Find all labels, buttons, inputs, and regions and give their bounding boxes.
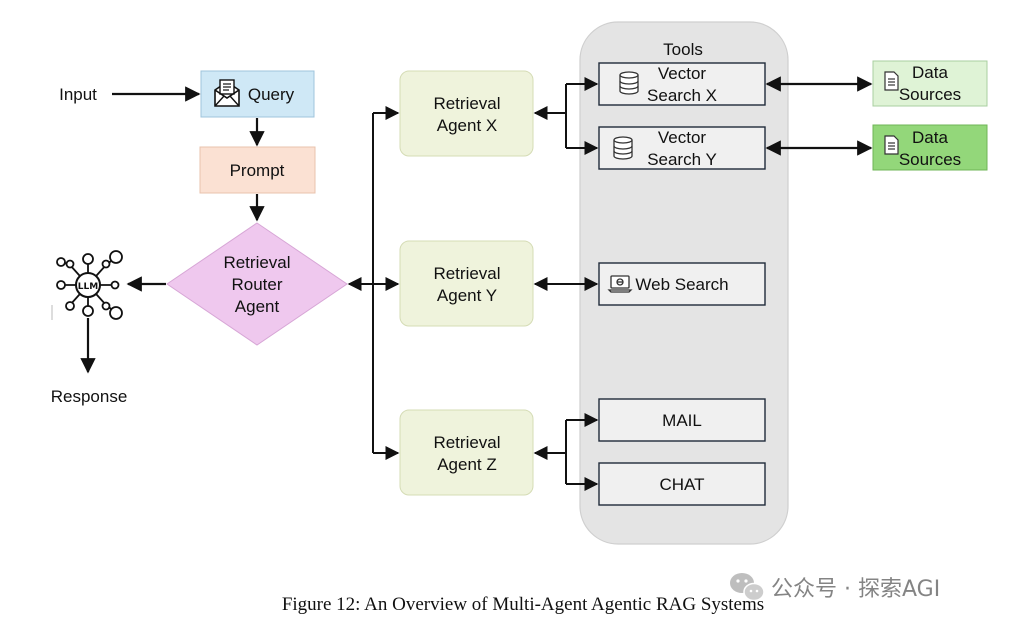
agent-y-label-line2: Agent Y (437, 286, 497, 305)
router-label-line2: Router (231, 275, 282, 294)
mail-label: MAIL (662, 411, 702, 430)
agent-x-label-line2: Agent X (437, 116, 498, 135)
chat-label: CHAT (659, 475, 704, 494)
prompt-box (199, 146, 316, 194)
tools-title: Tools (663, 40, 703, 59)
vector-y-label-line2: Search Y (647, 150, 717, 169)
agent-x-label-line1: Retrieval (433, 94, 500, 113)
agent-z-label-line1: Retrieval (433, 433, 500, 452)
data-sources-1-line2: Sources (899, 85, 961, 104)
router-label-line1: Retrieval (223, 253, 290, 272)
response-label: Response (51, 387, 128, 406)
watermark-text: 公众号 · 探索AGI (771, 577, 940, 602)
document-icon (884, 71, 899, 91)
llm-label: LLM (78, 282, 98, 292)
agent-y-box (399, 240, 534, 327)
web-search-label: Web Search (635, 275, 728, 294)
wechat-icon (730, 573, 765, 602)
figure-caption: Figure 12: An Overview of Multi-Agent Ag… (282, 594, 764, 615)
laptop-icon (607, 275, 633, 293)
agent-z-label-line2: Agent Z (437, 455, 497, 474)
vector-x-label-line2: Search X (647, 86, 717, 105)
agent-x-box (399, 70, 534, 157)
router-label-line3: Agent (235, 297, 280, 316)
vector-y-label-line1: Vector (658, 128, 707, 147)
chat-box (598, 462, 766, 506)
prompt-label: Prompt (230, 161, 285, 180)
vector-x-label-line1: Vector (658, 64, 707, 83)
data-sources-2-line1: Data (912, 128, 948, 147)
query-label: Query (248, 85, 295, 104)
database-icon (619, 71, 639, 95)
data-sources-2-line2: Sources (899, 150, 961, 169)
router-agent-diamond (166, 222, 348, 346)
data-sources-1-line1: Data (912, 63, 948, 82)
mail-box (598, 398, 766, 442)
document-icon (884, 135, 899, 155)
database-icon (613, 136, 633, 160)
llm-network-icon (56, 250, 123, 320)
input-label: Input (59, 85, 97, 104)
agent-y-label-line1: Retrieval (433, 264, 500, 283)
mail-icon (214, 79, 240, 107)
agent-z-box (399, 409, 534, 496)
